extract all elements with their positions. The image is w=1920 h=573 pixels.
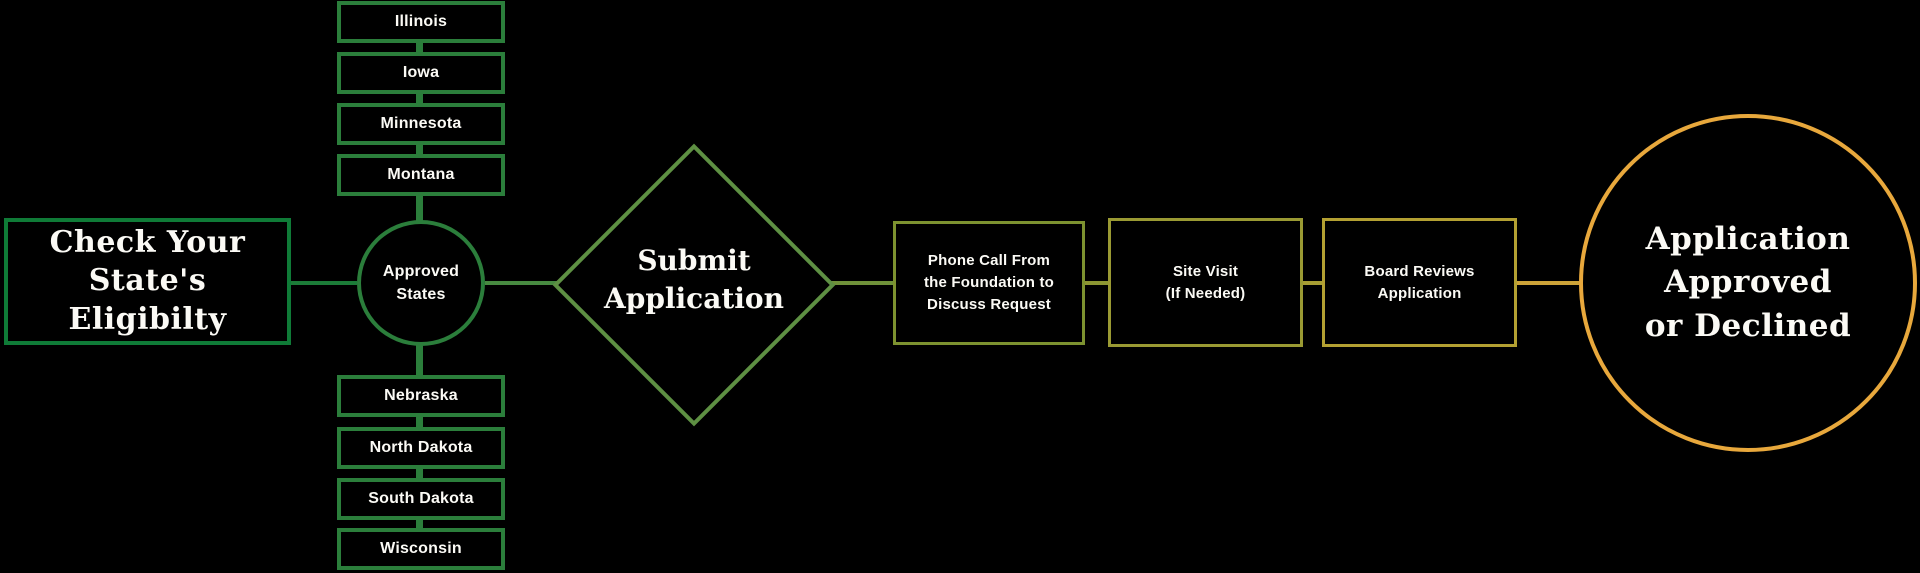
connector-northdakota-southdakota: [416, 469, 423, 478]
node-application-outcome: Application Approved or Declined: [1579, 114, 1917, 452]
connector-nebraska-northdakota: [416, 417, 423, 427]
connector-eligibility-to-hub: [291, 281, 357, 285]
connector-phone-to-site: [1085, 281, 1108, 285]
node-approved-states: Approved States: [357, 220, 485, 346]
node-state-minnesota: Minnesota: [337, 103, 505, 145]
node-phone-call: Phone Call From the Foundation to Discus…: [893, 221, 1085, 345]
node-site-visit: Site Visit (If Needed): [1108, 218, 1303, 347]
node-check-state-eligibility: Check Your State's Eligibilty: [4, 218, 291, 345]
node-state-montana: Montana: [337, 154, 505, 196]
state-label: South Dakota: [368, 490, 474, 507]
node-state-wisconsin: Wisconsin: [337, 528, 505, 570]
phone-call-line2: the Foundation to: [923, 274, 1055, 292]
node-board-reviews: Board Reviews Application: [1322, 218, 1517, 347]
state-label: Iowa: [402, 64, 440, 81]
node-state-nebraska: Nebraska: [337, 375, 505, 417]
connector-iowa-minnesota: [416, 94, 423, 103]
node-submit-application: Submit Application: [554, 190, 834, 370]
board-review-line1: Board Reviews: [1364, 262, 1475, 280]
connector-hub-nebraska: [416, 344, 423, 375]
board-review-line2: Application: [1377, 284, 1462, 302]
approved-states-line1: Approved: [382, 262, 460, 280]
node-state-iowa: Iowa: [337, 52, 505, 94]
submit-label-line1: Submit: [637, 244, 751, 278]
submit-label-line2: Application: [604, 282, 784, 315]
site-visit-line1: Site Visit: [1172, 262, 1239, 280]
state-label: Montana: [387, 166, 455, 183]
site-visit-line2: (If Needed): [1165, 284, 1246, 302]
connector-site-to-board: [1303, 281, 1322, 285]
connector-illinois-iowa: [416, 43, 423, 52]
node-state-illinois: Illinois: [337, 1, 505, 43]
eligibility-label-line2: State's Eligibilty: [68, 263, 227, 337]
state-label: Nebraska: [384, 387, 458, 404]
connector-montana-hub: [416, 196, 423, 222]
connector-southdakota-wisconsin: [416, 520, 423, 528]
connector-hub-to-submit: [485, 281, 557, 285]
outcome-line3: or Declined: [1644, 307, 1852, 344]
outcome-line1: Application: [1645, 220, 1851, 257]
connector-board-to-outcome: [1517, 281, 1579, 285]
state-label: North Dakota: [369, 439, 473, 456]
approved-states-line2: States: [396, 286, 446, 303]
state-label: Minnesota: [380, 115, 462, 132]
eligibility-label-line1: Check Your: [49, 224, 246, 260]
state-label: Illinois: [394, 13, 448, 30]
phone-call-line1: Phone Call From: [927, 252, 1051, 270]
node-state-north-dakota: North Dakota: [337, 427, 505, 469]
connector-submit-to-phone: [831, 281, 893, 285]
node-state-south-dakota: South Dakota: [337, 478, 505, 520]
outcome-line2: Approved: [1664, 264, 1832, 301]
phone-call-line3: Discuss Request: [927, 295, 1051, 313]
state-label: Wisconsin: [380, 540, 462, 557]
connector-minnesota-montana: [416, 145, 423, 154]
